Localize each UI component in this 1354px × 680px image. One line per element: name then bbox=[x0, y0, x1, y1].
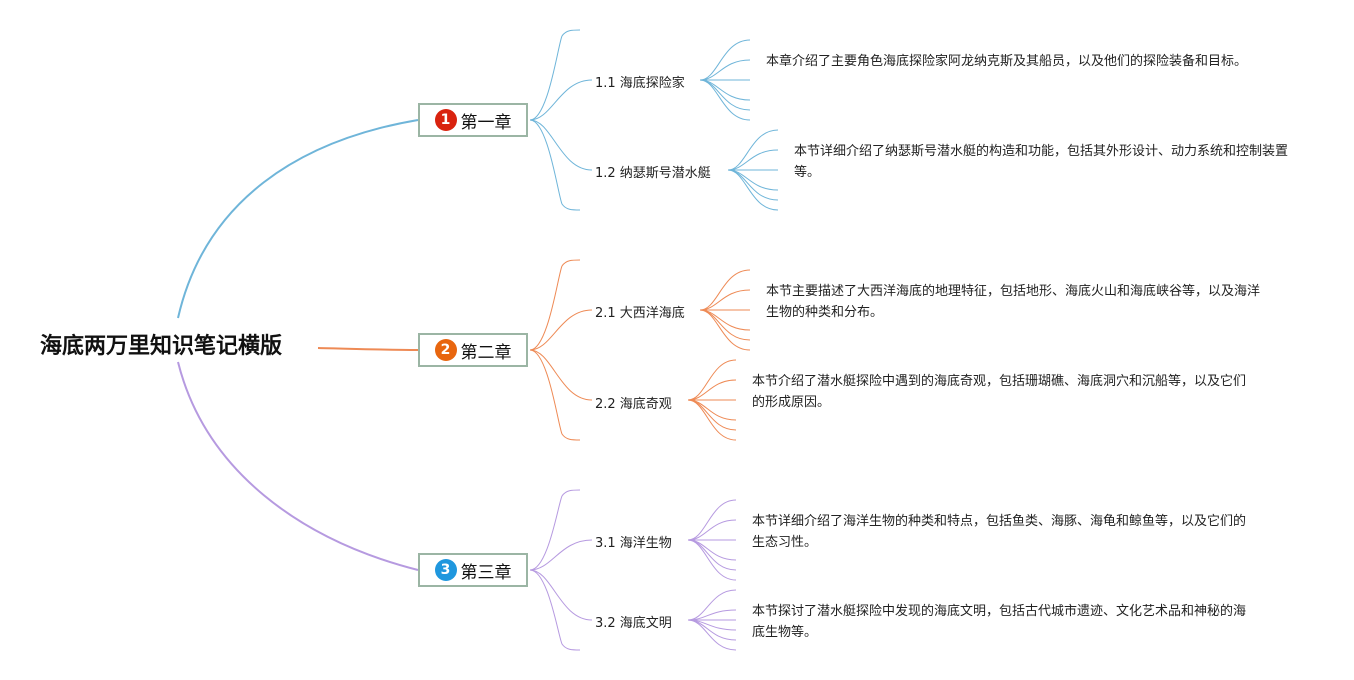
bracket-top-3 bbox=[529, 489, 581, 571]
section-2-2-label[interactable]: 2.2 海底奇观 bbox=[595, 397, 672, 412]
chapter-3-node[interactable]: 3 第三章 bbox=[418, 553, 528, 587]
section-3-2-description: 本节探讨了潜水艇探险中发现的海底文明，包括古代城市遗迹、文化艺术品和神秘的海底生… bbox=[752, 604, 1247, 640]
section-3-1-description: 本节详细介绍了海洋生物的种类和特点，包括鱼类、海豚、海龟和鲸鱼等，以及它们的生态… bbox=[752, 514, 1247, 550]
bracket-bottom-1 bbox=[529, 119, 581, 211]
fan-2-1 bbox=[727, 129, 779, 171]
section-3-1-label[interactable]: 3.1 海洋生物 bbox=[595, 536, 672, 551]
section-1-2-label[interactable]: 1.2 纳瑟斯号潜水艇 bbox=[595, 166, 711, 181]
bracket-section-3-1 bbox=[529, 539, 593, 571]
fan-5-6 bbox=[687, 539, 737, 581]
bracket-section-3-2 bbox=[529, 569, 593, 621]
fan-5-1 bbox=[687, 499, 737, 541]
bracket-top-1 bbox=[529, 29, 581, 121]
main-link-1 bbox=[177, 119, 419, 319]
section-2-2-description: 本节介绍了潜水艇探险中遇到的海底奇观，包括珊瑚礁、海底洞穴和沉船等，以及它们的形… bbox=[752, 374, 1247, 410]
fan-6-1 bbox=[687, 589, 737, 621]
section-2-1-description: 本节主要描述了大西洋海底的地理特征，包括地形、海底火山和海底峡谷等，以及海洋生物… bbox=[766, 284, 1261, 320]
number-badge-2-icon: 2 bbox=[434, 339, 457, 361]
fan-5-5 bbox=[687, 539, 737, 571]
fan-4-1 bbox=[687, 359, 737, 401]
fan-1-1 bbox=[699, 39, 751, 81]
fan-2-6 bbox=[727, 169, 779, 211]
section-1-1-description: 本章介绍了主要角色海底探险家阿龙纳克斯及其船员，以及他们的探险装备和目标。 bbox=[766, 54, 1248, 69]
main-link-2 bbox=[317, 347, 419, 351]
section-3-2-label[interactable]: 3.2 海底文明 bbox=[595, 616, 672, 631]
bracket-section-2-1 bbox=[529, 309, 593, 351]
fan-3-6 bbox=[699, 309, 751, 351]
number-badge-1-icon: 1 bbox=[434, 109, 457, 131]
chapter-1-label: 第一章 bbox=[460, 112, 512, 133]
fan-3-1 bbox=[699, 269, 751, 311]
section-1-1-label[interactable]: 1.1 海底探险家 bbox=[595, 76, 685, 91]
section-1-2-description: 本节详细介绍了纳瑟斯号潜水艇的构造和功能，包括其外形设计、动力系统和控制装置等。 bbox=[794, 144, 1289, 180]
number-badge-3-icon: 3 bbox=[434, 559, 457, 581]
main-link-3 bbox=[177, 361, 419, 571]
chapter-1-node[interactable]: 1 第一章 bbox=[418, 103, 528, 137]
bracket-top-2 bbox=[529, 259, 581, 351]
chapter-3-label: 第三章 bbox=[460, 562, 512, 583]
fan-1-2 bbox=[699, 59, 751, 81]
fan-1-6 bbox=[699, 79, 751, 121]
bracket-bottom-3 bbox=[529, 569, 581, 651]
chapter-2-node[interactable]: 2 第二章 bbox=[418, 333, 528, 367]
bracket-section-1-2 bbox=[529, 119, 593, 171]
fan-6-6 bbox=[687, 619, 737, 651]
fan-4-5 bbox=[687, 399, 737, 431]
section-2-1-label[interactable]: 2.1 大西洋海底 bbox=[595, 306, 685, 321]
fan-4-6 bbox=[687, 399, 737, 441]
fan-2-2 bbox=[727, 149, 779, 171]
root-topic[interactable]: 海底两万里知识笔记横版 bbox=[40, 334, 283, 359]
bracket-section-1-1 bbox=[529, 79, 593, 121]
bracket-bottom-2 bbox=[529, 349, 581, 441]
fan-5-2 bbox=[687, 519, 737, 541]
fan-4-2 bbox=[687, 379, 737, 401]
chapter-2-label: 第二章 bbox=[460, 342, 512, 363]
bracket-section-2-2 bbox=[529, 349, 593, 401]
fan-3-2 bbox=[699, 289, 751, 311]
